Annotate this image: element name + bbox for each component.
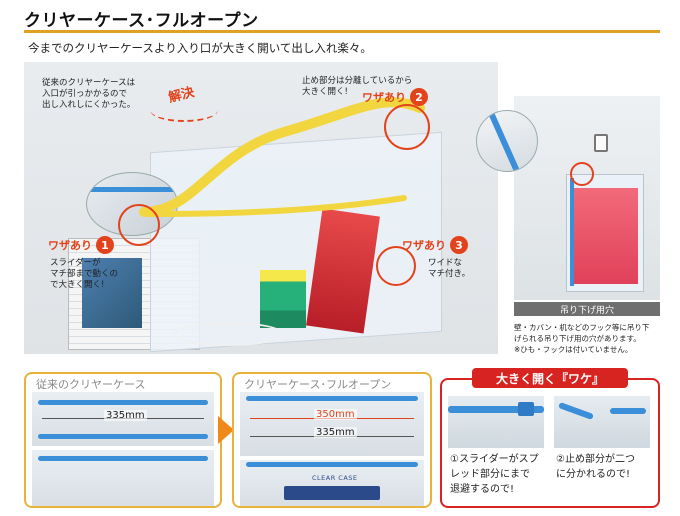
- note-line: 入口が引っかかるので: [42, 89, 128, 99]
- title-divider: [24, 30, 660, 33]
- inset-zipper: [87, 187, 177, 192]
- feature3-highlight-ring: [376, 246, 416, 286]
- page-title: クリヤーケース･フルオープン: [24, 11, 259, 31]
- page-subtitle: 今までのクリヤーケースより入り口が大きく開いて出し入れ楽々。: [28, 41, 372, 55]
- conventional-case-zipper: [38, 456, 208, 461]
- zipper-closeup-inset: [476, 110, 538, 172]
- stopper-zipper-left: [558, 402, 594, 420]
- fullopen-open-width-label: 350mm: [314, 409, 357, 420]
- slider-icon: [518, 402, 534, 416]
- reason1-line: ①スライダーがスプ: [450, 454, 539, 465]
- hanging-case-photo: [514, 96, 660, 300]
- conventional-width-label: 335mm: [104, 410, 147, 421]
- note-line: 出し入れしにくかった。: [42, 100, 136, 110]
- feature2-line: 大きく開く!: [302, 87, 348, 97]
- brochure-photo: [82, 258, 142, 328]
- reason1-line: レッド部分にまで: [450, 469, 530, 480]
- feature2-highlight-ring: [384, 104, 430, 150]
- feature1-line: で大きく開く!: [50, 280, 105, 290]
- reason-title: 大きく開く『ワケ』: [472, 368, 628, 388]
- fullopen-comparison-box: クリヤーケース･フルオープン 350mm 335mm CLEAR CASE: [232, 372, 432, 508]
- desc-line: ※ひも・フックは付いていません。: [514, 345, 633, 354]
- yellow-zipper-illustration: [139, 97, 425, 217]
- feature1-highlight-ring: [118, 204, 160, 246]
- feature1-line: マチ部まで動くの: [50, 269, 119, 279]
- solution-arrow: [150, 98, 218, 122]
- conventional-comparison-box: 従来のクリヤーケース 335mm: [24, 372, 222, 508]
- red-notebook: [572, 188, 638, 284]
- feature3-line: マチ付き。: [428, 269, 471, 279]
- feature1-number-icon: 1: [96, 236, 114, 254]
- conventional-label: 従来のクリヤーケース: [36, 378, 146, 391]
- conventional-zipper-bottom: [38, 434, 208, 439]
- cable-item: [174, 322, 284, 346]
- fullopen-label: クリヤーケース･フルオープン: [244, 378, 392, 391]
- feature-label: ワザあり: [48, 239, 92, 252]
- feature3-badge: ワザあり 3: [402, 236, 468, 254]
- feature1-text: スライダーが マチ部まで動くの で大きく開く!: [50, 258, 118, 291]
- reason1-line: 退避するので!: [450, 484, 515, 495]
- fullopen-zipper-top: [246, 396, 418, 401]
- conventional-zipper-top: [38, 400, 208, 405]
- hook-icon: [594, 134, 608, 152]
- reason2-line: に分かれるので!: [556, 469, 631, 480]
- fullopen-opening-photo: 350mm 335mm: [240, 392, 424, 456]
- hanging-hole-description: 壁・カバン・机などのフック等に吊り下 げられる吊り下げ用の穴があります。 ※ひも…: [514, 322, 664, 355]
- reason-item1: ①スライダーがスプ レッド部分にまで 退避するので!: [450, 452, 552, 497]
- green-box-item: [260, 270, 306, 328]
- desc-line: 壁・カバン・机などのフック等に吊り下: [514, 323, 650, 332]
- conventional-case-photo: [32, 450, 214, 506]
- stopper-zipper-right: [610, 408, 646, 414]
- feature1-badge: ワザあり 1: [48, 236, 114, 254]
- feature2-badge: ワザあり 2: [362, 88, 428, 106]
- hanging-hole-highlight: [570, 162, 594, 186]
- closeup-zipper: [488, 112, 520, 171]
- feature2-text: 止め部分は分離しているから 大きく開く!: [302, 76, 412, 98]
- side-zipper: [570, 178, 574, 286]
- feature-label: ワザあり: [402, 239, 446, 252]
- feature1-line: スライダーが: [50, 258, 101, 268]
- reason-item2: ②止め部分が二つ に分かれるので!: [556, 452, 658, 482]
- feature-label: ワザあり: [362, 91, 406, 104]
- conventional-opening-photo: 335mm: [32, 392, 214, 446]
- package-label: CLEAR CASE: [312, 474, 358, 482]
- reason2-line: ②止め部分が二つ: [556, 454, 635, 465]
- feature3-text: ワイドな マチ付き。: [428, 258, 470, 280]
- slider-zipper: [448, 406, 544, 413]
- stopper-closeup-photo: [554, 396, 650, 448]
- slider-closeup-photo: [448, 396, 544, 448]
- feature3-line: ワイドな: [428, 258, 463, 268]
- fullopen-case-zipper: [246, 462, 418, 467]
- comparison-arrow-icon: [218, 416, 234, 444]
- fullopen-case-photo: CLEAR CASE: [240, 460, 424, 506]
- feature3-number-icon: 3: [450, 236, 468, 254]
- note-line: 従来のクリヤーケースは: [42, 78, 136, 88]
- desc-line: げられる吊り下げ用の穴があります。: [514, 334, 641, 343]
- fullopen-width-label: 335mm: [314, 427, 357, 438]
- feature2-line: 止め部分は分離しているから: [302, 76, 413, 86]
- hanging-hole-caption: 吊り下げ用穴: [514, 302, 660, 316]
- feature2-number-icon: 2: [410, 88, 428, 106]
- full-open-logo: [284, 486, 380, 500]
- conventional-note: 従来のクリヤーケースは 入口が引っかかるので 出し入れしにくかった。: [42, 78, 135, 111]
